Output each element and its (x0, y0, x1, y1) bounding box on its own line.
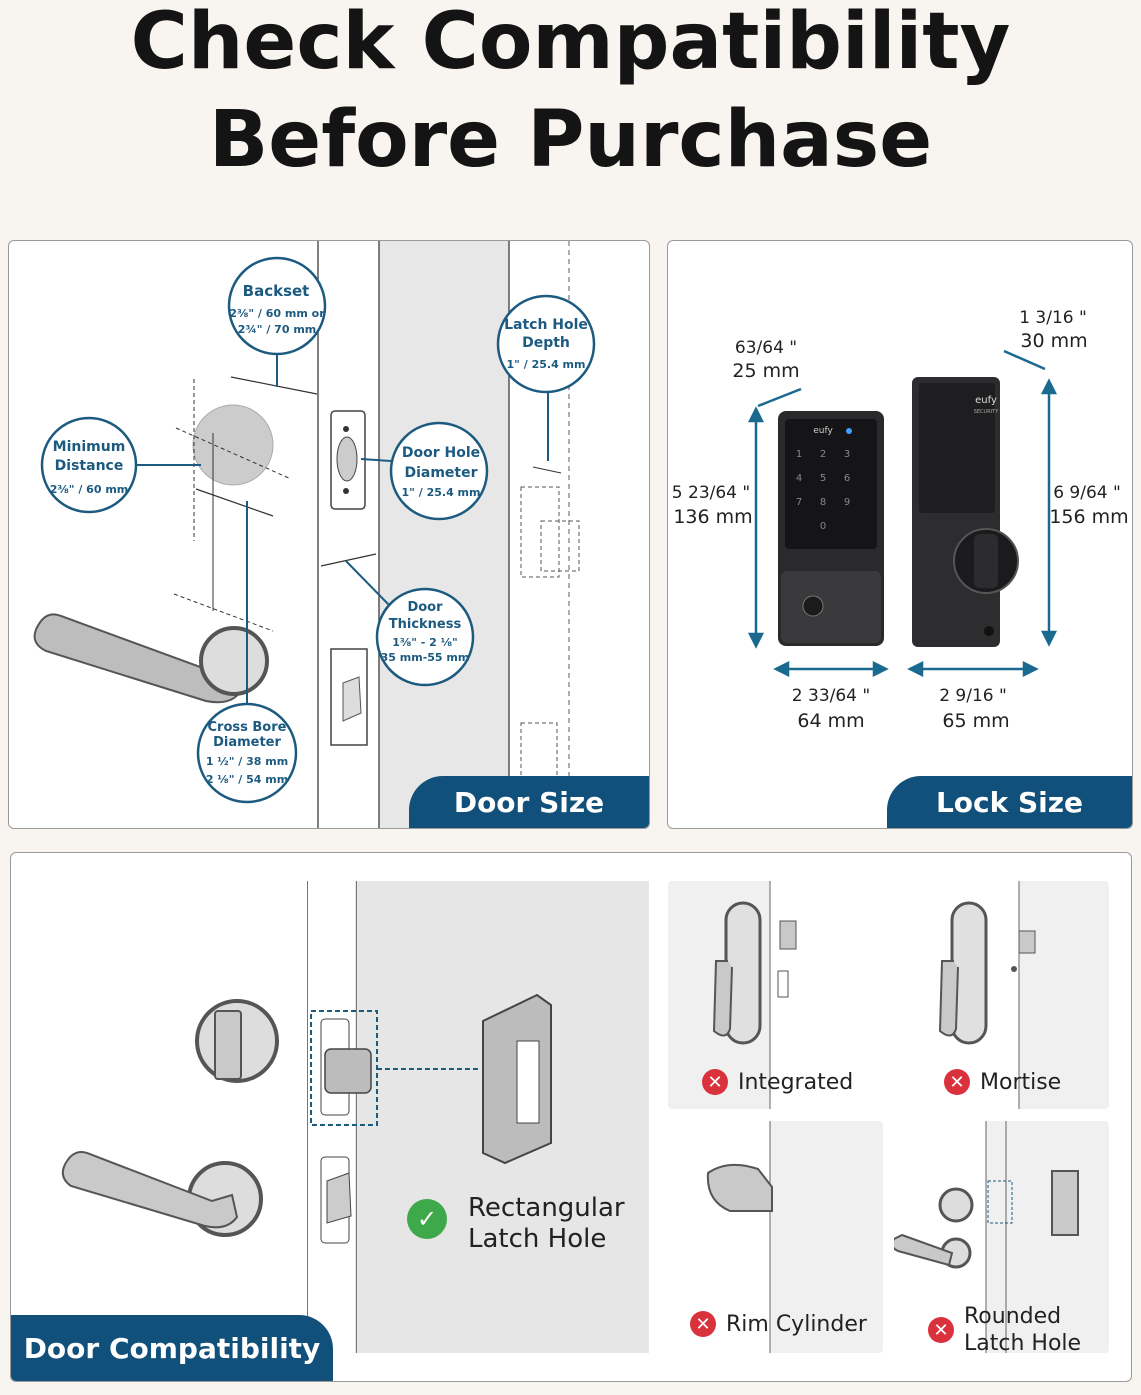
door-hole-diameter-callout (389, 421, 489, 521)
page-title-line1: Check Compatibility (130, 0, 1011, 87)
keypad-screen (785, 419, 877, 549)
backset-label: Backset (243, 282, 310, 300)
rounded-latch-hole-label2: Latch Hole (964, 1331, 1082, 1353)
rim-cylinder-label: Rim Cylinder (726, 1311, 867, 1337)
x-icon: ✕ (944, 1069, 970, 1095)
keypad-brand: eufy (813, 426, 833, 436)
interior-height-mm: 156 mm (1049, 506, 1128, 528)
backset-callout (227, 256, 327, 356)
integrated-panel: ✕ Integrated (668, 881, 883, 1109)
keypad-depth-mm: 25 mm (732, 360, 799, 382)
door-thickness-label1: Door (407, 600, 443, 615)
cross-bore-hole (192, 404, 274, 486)
rim-cylinder-panel: ✕ Rim Cylinder (668, 1121, 883, 1353)
x-icon: ✕ (690, 1311, 716, 1337)
keypad-width-fraction: 2 33/64 " (792, 686, 870, 706)
door-hole-value: 1" / 25.4 mm (402, 486, 481, 499)
cross-bore-label1: Cross Bore (208, 720, 287, 735)
interior-brand: eufy (975, 395, 997, 406)
latch-hole-depth-label1: Latch Hole (504, 317, 588, 333)
door-compatibility-tag: Door Compatibility (11, 1315, 333, 1381)
door-hole-label2: Diameter (404, 465, 477, 481)
door-thickness-label2: Thickness (389, 617, 462, 632)
door-size-diagram: Backset 2⅜" / 60 mm or 2¾" / 70 mm Minim… (33, 241, 596, 828)
keypad-key-9: 9 (844, 497, 850, 508)
compatible-diagram (61, 993, 552, 1244)
compatible-label-line2: Latch Hole (468, 1224, 607, 1254)
integrated-label: Integrated (738, 1069, 854, 1095)
interior-depth-fraction: 1 3/16 " (1019, 308, 1087, 328)
keypad-key-0: 0 (820, 521, 826, 532)
backset-value2: 2¾" / 70 mm (238, 323, 317, 336)
door-thickness-value1: 1⅜" - 2 ⅛" (392, 636, 458, 649)
minimum-distance-label2: Distance (55, 458, 124, 474)
interior-width-fraction: 2 9/16 " (939, 686, 1007, 706)
keypad-key-6: 6 (844, 473, 850, 484)
door-compatibility-panel: ✓ Rectangular Latch Hole ✕ Integrated (10, 852, 1132, 1382)
latch-hole-depth-callout (496, 294, 596, 394)
rounded-latch-hole-label1: Rounded (964, 1304, 1062, 1329)
compatible-label-line1: Rectangular (468, 1193, 625, 1223)
latch-hole-depth-label2: Depth (522, 335, 570, 351)
keypad-key-3: 3 (844, 449, 850, 460)
minimum-distance-label1: Minimum (53, 439, 126, 455)
keypad-key-5: 5 (820, 473, 826, 484)
rim-cylinder-label-row: ✕ Rim Cylinder (690, 1311, 867, 1337)
rounded-latch-hole-label-row: ✕ Rounded Latch Hole (928, 1303, 1081, 1353)
keypad-key-2: 2 (820, 449, 826, 460)
minimum-distance-value: 2⅜" / 60 mm (50, 483, 129, 496)
door-size-panel: Backset 2⅜" / 60 mm or 2¾" / 70 mm Minim… (8, 240, 650, 829)
cross-bore-callout (196, 702, 298, 804)
keypad-height-fraction: 5 23/64 " (672, 483, 750, 503)
door-hole-label1: Door Hole (402, 445, 480, 461)
lock-size-panel: eufy 1 2 3 4 5 6 7 8 9 0 eufy SECURITY (667, 240, 1133, 829)
cross-bore-label2: Diameter (213, 735, 281, 750)
x-icon: ✕ (702, 1069, 728, 1095)
latch-hole-dashed (520, 486, 560, 578)
integrated-label-row: ✕ Integrated (702, 1069, 853, 1095)
cross-bore-value2: 2 ⅛" / 54 mm (206, 773, 288, 786)
keypad-key-4: 4 (796, 473, 802, 484)
lock-size-tag: Lock Size (887, 776, 1132, 828)
keypad-key-8: 8 (820, 497, 826, 508)
lever-handle (33, 613, 243, 704)
rounded-latch-hole-panel: ✕ Rounded Latch Hole (894, 1121, 1109, 1353)
page-title-line2: Before Purchase (208, 95, 933, 185)
check-icon: ✓ (407, 1199, 447, 1239)
cross-bore-value1: 1 ½" / 38 mm (206, 755, 288, 768)
rose-plate (199, 626, 269, 696)
rounded-latch-hole-diagram (894, 1121, 1079, 1353)
interior-height-fraction: 6 9/64 " (1053, 483, 1121, 503)
keypad-key-1: 1 (796, 449, 802, 460)
door-thickness-callout (375, 587, 475, 687)
keypad-depth-fraction: 63/64 " (735, 338, 797, 358)
integrated-diagram (712, 881, 883, 1109)
interior-depth-mm: 30 mm (1020, 330, 1087, 352)
keypad-key-7: 7 (796, 497, 802, 508)
mortise-label-row: ✕ Mortise (944, 1069, 1061, 1095)
x-icon: ✕ (928, 1317, 954, 1343)
compatible-label: Rectangular Latch Hole (468, 1193, 625, 1255)
interior-width-mm: 65 mm (942, 710, 1009, 732)
keypad-keys: 1 2 3 4 5 6 7 8 9 0 (796, 449, 850, 532)
compatible-area: ✓ Rectangular Latch Hole (37, 881, 649, 1353)
backset-value1: 2⅜" / 60 mm or (229, 307, 325, 320)
mortise-panel: ✕ Mortise (894, 881, 1109, 1109)
keypad-height-mm: 136 mm (673, 506, 752, 528)
rounded-latch-hole-label: Rounded Latch Hole (964, 1303, 1081, 1353)
interior-brand-sub: SECURITY (974, 409, 999, 415)
rim-cylinder-diagram (668, 1121, 773, 1353)
latch-hole-depth-value: 1" / 25.4 mm (507, 358, 586, 371)
mortise-label: Mortise (980, 1069, 1062, 1095)
door-thickness-value2: 35 mm-55 mm (381, 651, 470, 664)
lock-size-diagram: eufy 1 2 3 4 5 6 7 8 9 0 eufy SECURITY (672, 308, 1129, 732)
keypad-width-mm: 64 mm (797, 710, 864, 732)
door-size-tag: Door Size (409, 776, 649, 828)
minimum-distance-callout (40, 416, 138, 514)
door-edge (379, 241, 509, 828)
